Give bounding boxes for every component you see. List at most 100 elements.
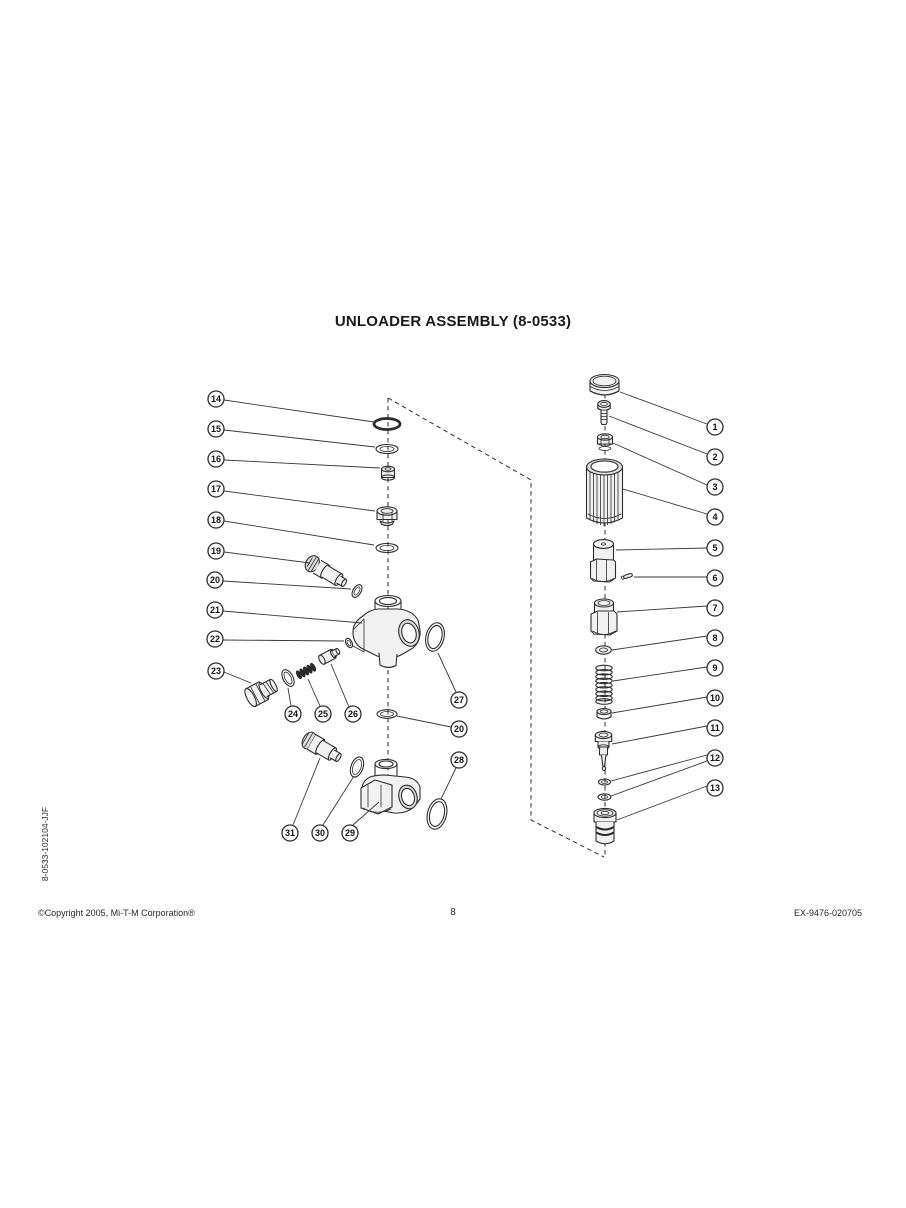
leader-line-10: [611, 696, 708, 714]
leader-line-11: [611, 725, 708, 745]
leader-line-5: [615, 547, 708, 551]
part-4-knob: [585, 458, 624, 527]
leader-line-31: [292, 757, 321, 826]
leader-line-16: [223, 459, 381, 469]
leader-line-26: [330, 663, 350, 708]
part-7-adjusting-cap: [590, 598, 618, 636]
part-24-o-ring: [281, 669, 295, 687]
part-22-o-ring: [344, 637, 354, 649]
part-26-fitting: [318, 648, 341, 665]
callout-13: 13: [706, 779, 724, 797]
part-28-o-ring: [426, 798, 448, 830]
svg-text:10: 10: [710, 693, 720, 703]
svg-text:20: 20: [454, 724, 464, 734]
callout-3: 3: [706, 478, 724, 496]
svg-text:30: 30: [315, 828, 325, 838]
leader-line-14: [223, 399, 375, 423]
part-11-valve-stem: [594, 730, 613, 772]
leader-line-24: [287, 687, 292, 707]
svg-text:11: 11: [710, 723, 720, 733]
leader-line-21: [222, 610, 363, 624]
callout-12: 12: [706, 749, 724, 767]
part-21-manifold: [352, 594, 421, 669]
leader-line-12: [610, 760, 708, 797]
svg-text:6: 6: [712, 573, 717, 583]
callout-6: 6: [706, 569, 724, 587]
part-9-spring: [595, 664, 613, 705]
svg-text:12: 12: [710, 753, 720, 763]
callout-24: 24: [284, 705, 302, 723]
part-3-nut: [596, 433, 614, 451]
svg-text:26: 26: [348, 709, 358, 719]
callout-9: 9: [706, 659, 724, 677]
callout-20: 20: [450, 720, 468, 738]
part-25-spring: [295, 662, 317, 680]
svg-text:20: 20: [210, 575, 220, 585]
callout-18: 18: [207, 511, 225, 529]
svg-text:15: 15: [211, 424, 221, 434]
callout-20: 20: [206, 571, 224, 589]
leader-line-23: [223, 671, 252, 684]
part-20-o-ring-upper: [351, 584, 363, 598]
page-title: UNLOADER ASSEMBLY (8-0533): [334, 313, 572, 330]
part-2-screw: [597, 400, 611, 426]
svg-text:2: 2: [712, 452, 717, 462]
svg-text:8: 8: [712, 633, 717, 643]
leader-line-29: [352, 801, 380, 826]
callout-7: 7: [706, 599, 724, 617]
leader-line-12: [610, 754, 708, 782]
callout-21: 21: [206, 601, 224, 619]
part-18-o-ring: [375, 542, 399, 554]
part-5-piston-guide: [589, 539, 617, 583]
svg-text:21: 21: [210, 605, 220, 615]
svg-text:9: 9: [712, 663, 717, 673]
callout-5: 5: [706, 539, 724, 557]
svg-text:7: 7: [712, 603, 717, 613]
svg-text:4: 4: [712, 512, 717, 522]
leader-line-17: [223, 490, 376, 512]
part-29-elbow: [360, 758, 421, 815]
callout-4: 4: [706, 508, 724, 526]
part-20-o-ring-lower: [376, 709, 398, 719]
callout-28: 28: [450, 751, 468, 769]
callout-11: 11: [706, 719, 724, 737]
leader-line-4: [622, 488, 708, 515]
callout-31: 31: [281, 824, 299, 842]
svg-text:16: 16: [211, 454, 221, 464]
callout-26: 26: [344, 705, 362, 723]
leader-line-22: [222, 639, 345, 642]
flow-fold-line: [387, 397, 605, 858]
leader-line-13: [616, 785, 708, 821]
page-number: 8: [450, 907, 456, 918]
callout-14: 14: [207, 390, 225, 408]
svg-text:31: 31: [285, 828, 295, 838]
leader-line-15: [223, 429, 376, 448]
leader-line-27: [437, 652, 457, 693]
leader-line-1: [619, 391, 708, 425]
svg-text:18: 18: [211, 515, 221, 525]
leader-line-19: [223, 551, 311, 564]
callout-15: 15: [207, 420, 225, 438]
part-30-o-ring: [349, 756, 365, 778]
callout-27: 27: [450, 691, 468, 709]
leader-line-25: [307, 678, 321, 707]
document-code: EX-9476-020705: [793, 908, 862, 918]
part-27-o-ring: [425, 622, 445, 652]
svg-text:3: 3: [712, 482, 717, 492]
callout-19: 19: [207, 542, 225, 560]
svg-text:19: 19: [211, 546, 221, 556]
part-13-piston-seat: [593, 807, 617, 845]
part-19-valve-fitting: [304, 555, 348, 587]
callout-8: 8: [706, 629, 724, 647]
part-1-cap: [589, 373, 620, 396]
part-31-piston-valve: [301, 731, 342, 763]
leader-line-28: [440, 767, 457, 800]
leader-line-8: [611, 635, 708, 651]
leader-line-20: [222, 580, 352, 590]
leader-line-7: [616, 605, 708, 613]
copyright-text: ©Copyright 2005, Mi-T-M Corporation®: [38, 908, 195, 918]
callout-16: 16: [207, 450, 225, 468]
